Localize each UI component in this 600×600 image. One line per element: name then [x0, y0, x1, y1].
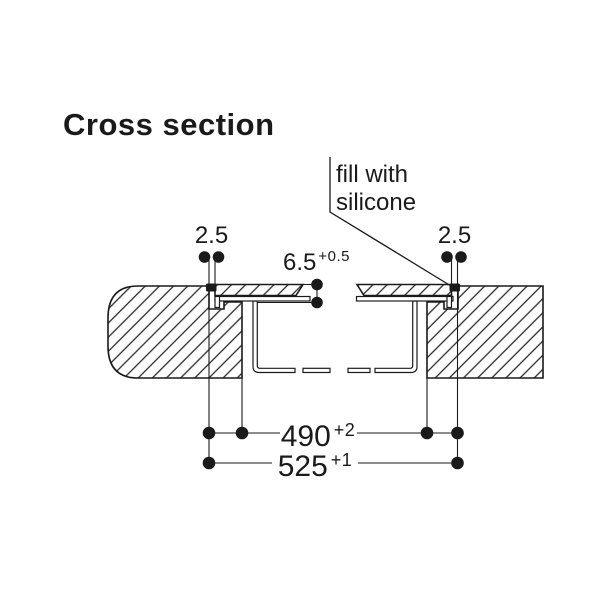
hob-edge-hook-right — [446, 295, 453, 309]
dim-gap-left-lines — [198, 251, 225, 284]
silicone-note: fill with silicone — [336, 161, 416, 217]
dim-gap-right-label: 2.5 — [437, 222, 472, 249]
silicone-note-line2: silicone — [336, 189, 417, 216]
dim-overall-width-label: 525+1 — [265, 451, 365, 482]
dim-cutout-width-label: 490+2 — [268, 421, 368, 452]
dim-glass-height-label: 6.5+0.5 — [283, 249, 350, 275]
silicone-joint-marker-left — [206, 283, 217, 292]
page-title: Cross section — [63, 107, 275, 142]
dim-overall-width-line — [202, 456, 464, 470]
hob-tub-left — [252, 300, 296, 374]
worktop-right — [426, 285, 544, 379]
hob-tub-right — [374, 300, 418, 374]
tub-bottom-dash — [302, 367, 331, 374]
hob-flange-left — [214, 295, 311, 302]
glass-panel-left — [214, 283, 305, 297]
dim-glass-height-lines — [257, 278, 323, 309]
dim-glass-height-value: 6.5 — [283, 249, 317, 276]
dim-overall-width-value: 525 — [277, 450, 328, 483]
dim-cutout-width-tolerance: +2 — [333, 420, 356, 440]
dim-cutout-width-line — [202, 426, 464, 440]
silicone-joint-marker-right — [449, 283, 460, 292]
dim-glass-height-tolerance: +0.5 — [318, 248, 350, 265]
dim-gap-right-lines — [441, 251, 467, 284]
silicone-note-line1: fill with — [336, 161, 409, 188]
silicone-leader-line — [329, 157, 452, 287]
dim-gap-left-label: 2.5 — [194, 222, 229, 249]
tub-bottom-dash — [347, 367, 371, 374]
dim-overall-width-tolerance: +1 — [330, 450, 353, 470]
hob-edge-hook-left — [214, 295, 221, 309]
hob-flange-right — [355, 295, 454, 302]
dim-cutout-width-value: 490 — [280, 420, 331, 453]
glass-panel-right — [355, 283, 453, 297]
